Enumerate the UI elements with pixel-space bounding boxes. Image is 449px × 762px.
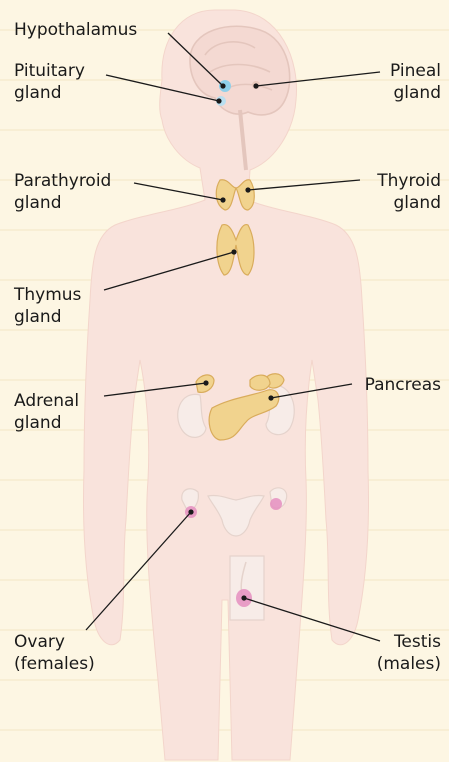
label-adrenal-gland: Adrenal gland <box>14 390 79 434</box>
label-pancreas: Pancreas <box>365 374 441 396</box>
label-thyroid-line1: Thyroid <box>377 170 441 192</box>
label-parathyroid-line2: gland <box>14 192 111 214</box>
label-thymus-gland: Thymus gland <box>14 284 81 328</box>
label-pituitary-line1: Pituitary <box>14 60 85 82</box>
ovary-right-marker <box>270 498 282 510</box>
label-pituitary-line2: gland <box>14 82 85 104</box>
label-ovary-line2: (females) <box>14 653 95 675</box>
label-thymus-line2: gland <box>14 306 81 328</box>
label-pineal-line2: gland <box>390 82 441 104</box>
label-pituitary-gland: Pituitary gland <box>14 60 85 104</box>
label-ovary-line1: Ovary <box>14 631 95 653</box>
body-silhouette <box>83 10 368 760</box>
label-testis-line1: Testis <box>377 631 441 653</box>
label-adrenal-line1: Adrenal <box>14 390 79 412</box>
label-parathyroid-gland: Parathyroid gland <box>14 170 111 214</box>
label-adrenal-line2: gland <box>14 412 79 434</box>
label-thymus-line1: Thymus <box>14 284 81 306</box>
label-thyroid-gland: Thyroid gland <box>377 170 441 214</box>
label-ovary: Ovary (females) <box>14 631 95 675</box>
label-testis-line2: (males) <box>377 653 441 675</box>
label-parathyroid-line1: Parathyroid <box>14 170 111 192</box>
label-thyroid-line2: gland <box>377 192 441 214</box>
label-testis: Testis (males) <box>377 631 441 675</box>
testis-inset <box>230 556 264 620</box>
label-pineal-line1: Pineal <box>390 60 441 82</box>
label-hypothalamus: Hypothalamus <box>14 19 137 41</box>
label-hypothalamus-text: Hypothalamus <box>14 20 137 40</box>
label-pancreas-text: Pancreas <box>365 375 441 395</box>
label-pineal-gland: Pineal gland <box>390 60 441 104</box>
